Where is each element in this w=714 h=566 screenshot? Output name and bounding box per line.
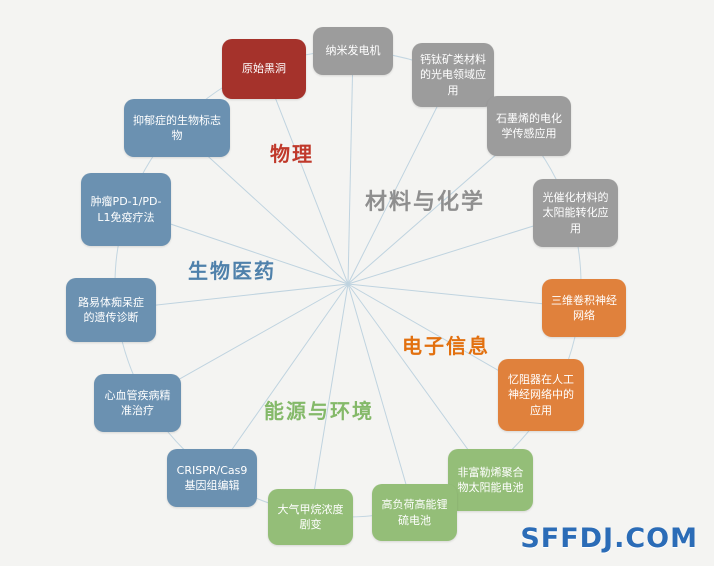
category-label-biomedicine: 生物医药 — [188, 259, 276, 283]
topic-node-primordial-black-hole: 原始黑洞 — [222, 39, 306, 99]
category-label-electronic-information: 电子信息 — [402, 334, 490, 358]
category-label-materials-chemistry: 材料与化学 — [365, 190, 486, 215]
topic-node-pd1-immunotherapy: 肿瘤PD-1/PD-L1免疫疗法 — [81, 173, 171, 246]
category-label-physics: 物理 — [270, 142, 314, 166]
topic-node-memristor-ann: 忆阻器在人工神经网络中的应用 — [498, 359, 584, 431]
category-label-energy-environment: 能源与环境 — [264, 399, 374, 423]
watermark-text: SFFDJ.COM — [520, 523, 698, 554]
topic-node-perovskite-optoelectronics: 钙钛矿类材料的光电领域应用 — [412, 43, 494, 107]
topic-node-genetic-diagnosis: 路易体痴呆症的遗传诊断 — [66, 278, 156, 342]
topic-node-li-s-battery: 高负荷高能锂硫电池 — [372, 484, 457, 541]
topic-node-3d-cnn: 三维卷积神经网络 — [542, 279, 626, 337]
topic-node-cardiovascular-precision: 心血管疾病精准治疗 — [94, 374, 181, 432]
topic-node-graphene-sensing: 石墨烯的电化学传感应用 — [487, 96, 571, 156]
topic-node-nonfullerene-solar-cell: 非富勒烯聚合物太阳能电池 — [448, 449, 533, 511]
topic-node-photocatalytic-solar: 光催化材料的太阳能转化应用 — [533, 179, 618, 247]
topic-node-methane-concentration: 大气甲烷浓度剧变 — [268, 489, 353, 545]
topic-node-depression-biomarkers: 抑郁症的生物标志物 — [124, 99, 230, 157]
topic-node-nanogenerator: 纳米发电机 — [313, 27, 393, 75]
topic-node-crispr-cas9: CRISPR/Cas9基因组编辑 — [167, 449, 257, 507]
